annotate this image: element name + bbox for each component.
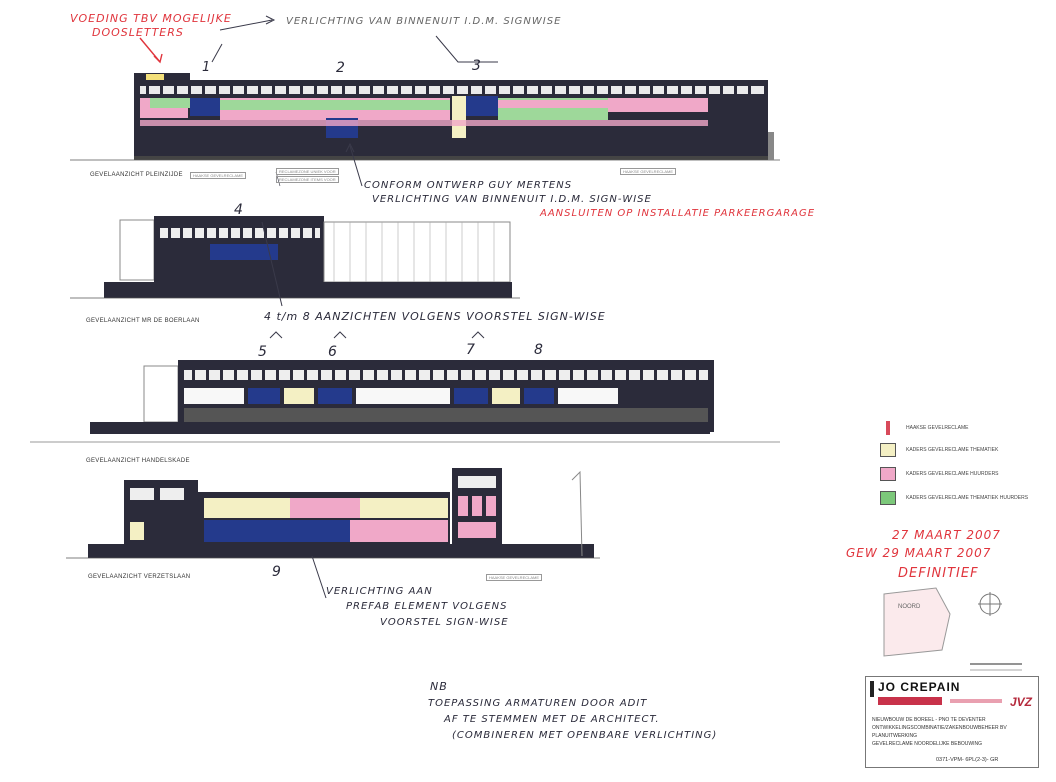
annotation-aanzichten: 4 t/m 8 AANZICHTEN VOLGENS VOORSTEL SIGN…	[264, 310, 606, 323]
annotation-prefab-line1: VERLICHTING AAN	[326, 586, 433, 597]
tag-reclamezone-uniek: RECLAMEZONE UNIEK VOOR	[276, 168, 339, 175]
marker-8: 8	[534, 342, 544, 358]
caption-handelskade: GEVELAANZICHT HANDELSKADE	[86, 458, 190, 464]
annotation-prefab-line2: PREFAB ELEMENT VOLGENS	[346, 601, 508, 612]
caption-mr-de-boerlaan: GEVELAANZICHT MR DE BOERLAAN	[86, 318, 200, 324]
caption-pleinzijde: GEVELAANZICHT PLEINZIJDE	[90, 172, 183, 178]
marker-2: 2	[336, 60, 346, 76]
annotation-verlichting-signwise: VERLICHTING VAN BINNENUIT I.D.M. SIGNWIS…	[286, 16, 562, 27]
annotation-nb: NB	[430, 680, 448, 693]
elevation-handelskade	[30, 360, 780, 443]
marker-5: 5	[258, 344, 268, 360]
annotation-aansluiten: AANSLUITEN OP INSTALLATIE PARKEERGARAGE	[540, 208, 816, 219]
marker-4: 4	[234, 202, 244, 218]
annotation-nb-line2: AF TE STEMMEN MET DE ARCHITECT.	[444, 714, 660, 725]
brand-mark	[870, 681, 874, 697]
annotation-nb-line3: (COMBINEREN MET OPENBARE VERLICHTING)	[452, 730, 718, 741]
title-line-1: NIEUWBOUW DE BOREEL - PNO TE DEVENTER	[872, 717, 986, 723]
annotation-nb-line1: TOEPASSING ARMATUREN DOOR ADIT	[428, 698, 648, 709]
legend-label: KADERS GEVELRECLAME THEMATIEK	[906, 447, 999, 453]
tag-reclamezone-items: RECLAMEZONE ITEMS VOOR	[276, 176, 339, 183]
title-block: JO CREPAIN JVZ NIEUWBOUW DE BOREEL - PNO…	[865, 676, 1039, 768]
marker-7: 7	[466, 342, 476, 358]
legend-swatch-thematiek	[880, 443, 896, 457]
legend-item-thematiek: KADERS GEVELRECLAME THEMATIEK	[880, 442, 998, 458]
title-line-4: GEVELRECLAME NOORDELIJKE BEBOUWING	[872, 741, 983, 747]
title-line-2: ONTWIKKELINGSCOMBINATIE/ZAKENBOUWBEHEER …	[872, 725, 1007, 731]
marker-9: 9	[272, 564, 282, 580]
legend-swatch-thematiek-huurders	[880, 491, 896, 505]
tag-haakse-gevelreclame-right: HAAKSE GEVELRECLAME	[620, 168, 677, 175]
legend-item-huurders: KADERS GEVELRECLAME HUURDERS	[880, 466, 999, 482]
elevation-pleinzijde	[70, 73, 780, 161]
annotation-prefab-line3: VOORSTEL SIGN-WISE	[380, 617, 509, 628]
elevation-verzetslaan	[66, 468, 600, 559]
caption-verzetslaan: GEVELAANZICHT VERZETSLAAN	[88, 574, 191, 580]
annotation-voeding-line1: VOEDING TBV MOGELIJKE	[70, 12, 232, 25]
annotation-leaders	[139, 15, 498, 599]
legend-label: HAAKSE GEVELRECLAME	[906, 425, 969, 431]
brand-name: JO CREPAIN	[878, 680, 961, 694]
marker-3: 3	[472, 58, 482, 74]
elevation-mr-de-boerlaan	[70, 216, 520, 299]
legend-item-haakse: HAAKSE GEVELRECLAME	[880, 420, 969, 436]
compass-label: NOORD	[898, 604, 921, 610]
annotation-voeding-line2: DOOSLETTERS	[92, 26, 184, 39]
brand-stripe	[878, 697, 942, 705]
tag-haakse-gevelreclame-verzetslaan: HAAKSE GEVELRECLAME	[486, 574, 543, 581]
legend-label: KADERS GEVELRECLAME HUURDERS	[906, 471, 999, 477]
partner-logo: JVZ	[1009, 695, 1032, 709]
annotation-conform-ontwerp: CONFORM ONTWERP GUY MERTENS	[364, 180, 573, 191]
annotation-date-2: GEW 29 MAART 2007	[846, 546, 992, 560]
annotation-definitief: DEFINITIEF	[898, 566, 979, 581]
brand-stripe-2	[950, 699, 1002, 703]
drawing-code: 0371-VPM- 6PL(2-3)- GR	[936, 757, 999, 763]
annotation-verlichting-binnenuit: VERLICHTING VAN BINNENUIT I.D.M. SIGN-WI…	[372, 194, 652, 205]
legend-item-thematiek-huurders: KADERS GEVELRECLAME THEMATIEK HUURDERS	[880, 490, 1028, 506]
title-line-3: PLANUITWERKING	[872, 733, 918, 739]
site-plan-sketch	[883, 587, 1022, 671]
marker-1: 1	[202, 60, 212, 75]
legend-label: KADERS GEVELRECLAME THEMATIEK HUURDERS	[906, 495, 1029, 501]
annotation-date-1: 27 MAART 2007	[892, 528, 1001, 542]
legend-swatch-huurders	[880, 467, 896, 481]
legend-swatch-haakse	[886, 421, 890, 435]
marker-6: 6	[328, 344, 338, 360]
tag-haakse-gevelreclame: HAAKSE GEVELRECLAME	[190, 172, 247, 179]
